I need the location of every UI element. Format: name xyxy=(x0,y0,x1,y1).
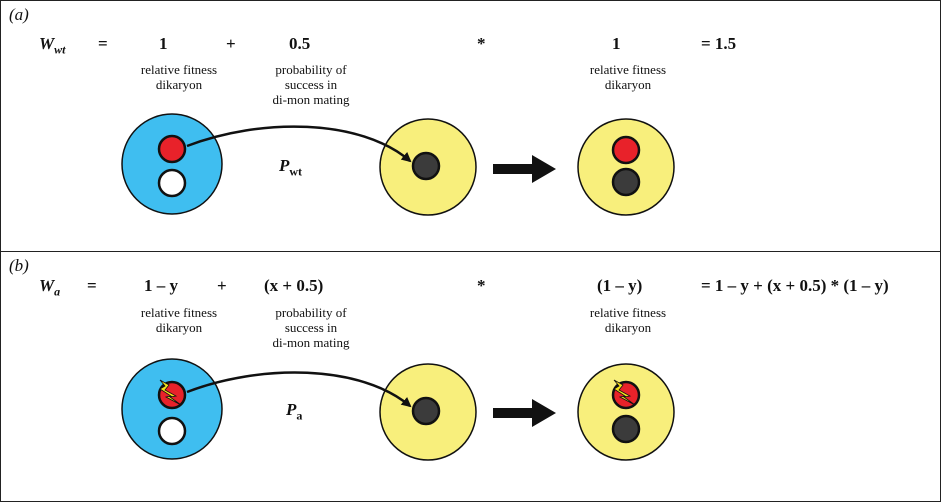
term1-b: 1 – y xyxy=(144,276,178,295)
times-b: * xyxy=(477,276,486,295)
red-nucleus-a1 xyxy=(157,134,187,164)
result-a: = 1.5 xyxy=(701,34,737,53)
p-wt-label: Pwt xyxy=(279,156,303,179)
equals-sign-b: = xyxy=(87,276,97,295)
dikaryon-cell-a xyxy=(121,113,223,215)
equals-sign-a: = xyxy=(98,34,108,53)
w-a-symbol: Wa xyxy=(39,276,61,299)
w-wt-symbol: Wwt xyxy=(39,34,66,57)
plus-b: + xyxy=(217,276,227,295)
term2-a: 0.5 xyxy=(289,34,311,53)
dark-nucleus-a1 xyxy=(411,151,441,181)
dikaryon-result-cell-b xyxy=(577,363,675,461)
term3-b: (1 – y) xyxy=(597,276,643,295)
dikaryon-result-cell-a xyxy=(577,118,675,216)
panel-a: (a) Wwt = 1 + 0.5 * 1 = 1.5 relative fit… xyxy=(0,0,941,252)
panel-a-label: (a) xyxy=(9,5,29,24)
white-nucleus-b1 xyxy=(157,416,187,446)
dark-nucleus-a2 xyxy=(611,167,641,197)
term3-a: 1 xyxy=(612,34,621,53)
dark-nucleus-b1 xyxy=(411,396,441,426)
red-nucleus-a2 xyxy=(611,135,641,165)
block-arrow-right-b xyxy=(493,399,556,427)
panel-b-label: (b) xyxy=(9,256,29,275)
curved-arrow-a xyxy=(186,125,412,163)
lightning-bolt-icon xyxy=(159,379,182,406)
curved-arrow-b xyxy=(186,371,412,408)
dark-nucleus-b2 xyxy=(611,414,641,444)
lightning-bolt-icon-2 xyxy=(613,379,636,406)
block-arrow-right-a xyxy=(493,155,556,183)
term1-a: 1 xyxy=(159,34,168,53)
result-b: = 1 – y + (x + 0.5) * (1 – y) xyxy=(701,276,889,295)
times-a: * xyxy=(477,34,486,53)
term2-b: (x + 0.5) xyxy=(264,276,324,295)
white-nucleus-a1 xyxy=(157,168,187,198)
p-a-label: Pa xyxy=(286,400,303,423)
plus-a: + xyxy=(226,34,236,53)
